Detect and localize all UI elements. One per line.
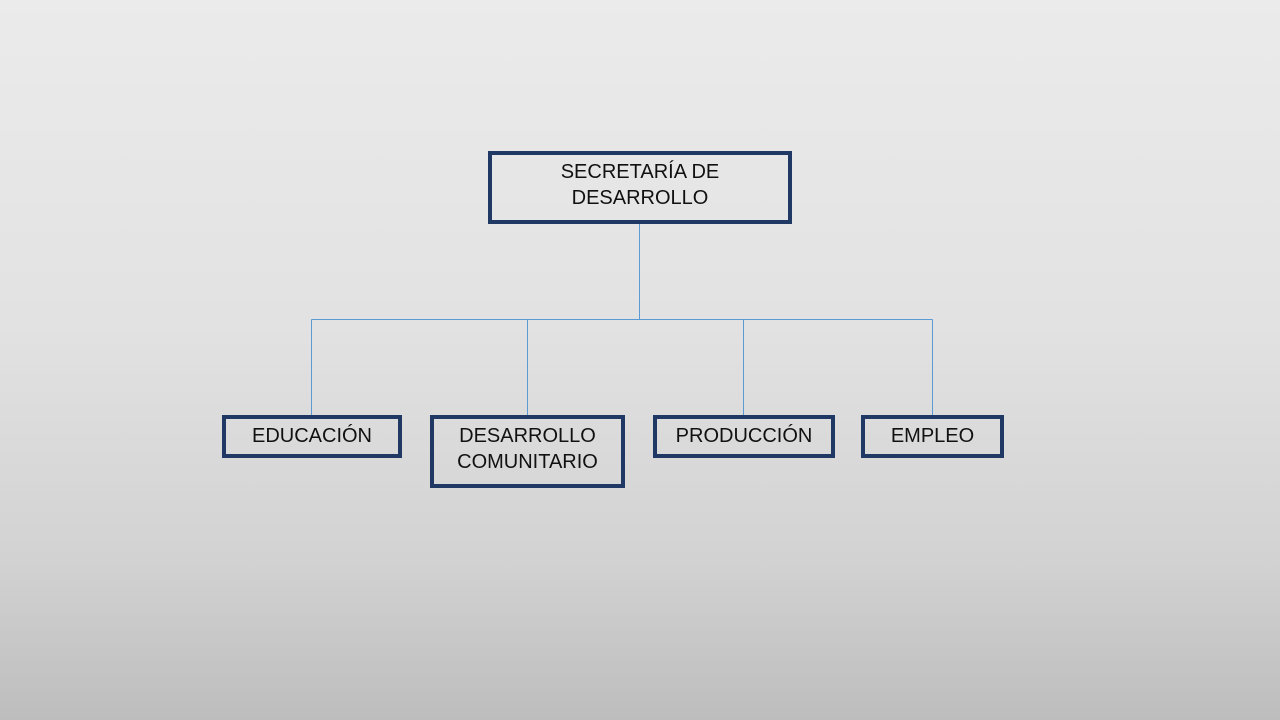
node-secretaria-de-desarrollo: SECRETARÍA DE DESARROLLO [488, 151, 792, 224]
node-empleo: EMPLEO [861, 415, 1004, 458]
node-label: EMPLEO [890, 425, 975, 447]
node-label: PRODUCCIÓN [675, 425, 813, 447]
node-desarrollo-comunitario: DESARROLLO COMUNITARIO [430, 415, 625, 488]
node-label: SECRETARÍA DE DESARROLLO [560, 161, 720, 209]
node-educacion: EDUCACIÓN [222, 415, 402, 458]
node-produccion: PRODUCCIÓN [653, 415, 835, 458]
node-label: DESARROLLO COMUNITARIO [457, 425, 598, 473]
node-label: EDUCACIÓN [251, 425, 372, 447]
